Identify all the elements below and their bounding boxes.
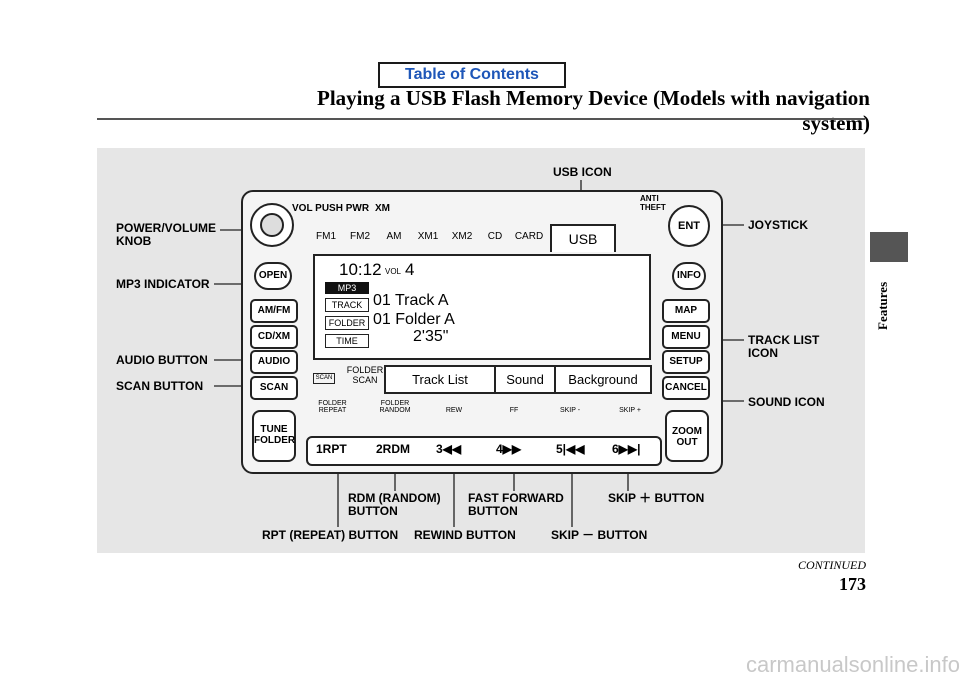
tune-folder-rocker[interactable]: TUNE FOLDER (252, 410, 296, 462)
callout-track-list-icon: TRACK LIST ICON (748, 333, 820, 360)
display-screen: 10:12 VOL 4 MP3 TRACK 01 Track A FOLDER … (313, 254, 651, 360)
ff-label: FF (509, 407, 519, 414)
tab-cd[interactable]: CD (487, 231, 503, 242)
skip-plus-label: SKIP + (619, 407, 641, 414)
menu-button[interactable]: MENU (662, 325, 710, 349)
callout-usb-icon: USB ICON (553, 165, 612, 179)
callout-power-volume-knob: POWER/VOLUME KNOB (116, 221, 217, 248)
callout-rpt-button: RPT (REPEAT) BUTTON (262, 528, 399, 542)
tab-xm1[interactable]: XM1 (417, 231, 439, 242)
callout-rdm-button: RDM (RANDOM) BUTTON (348, 491, 441, 518)
page-number: 173 (839, 574, 866, 594)
track-list-icon[interactable]: Track List (386, 367, 496, 392)
callout-rewind-button: REWIND BUTTON (414, 528, 516, 542)
preset-3-rewind-button[interactable]: 3◀◀ (436, 442, 462, 456)
audio-button[interactable]: AUDIO (250, 350, 298, 374)
preset-4-ff-button[interactable]: 4▶▶ (496, 442, 522, 456)
background-icon[interactable]: Background (568, 372, 638, 387)
joystick-ent[interactable]: ENT (668, 205, 710, 247)
skip-minus-label: SKIP - (559, 407, 581, 414)
preset-bar (306, 436, 662, 466)
callout-scan-button: SCAN BUTTON (116, 379, 204, 393)
preset-2-rdm-button[interactable]: 2RDM (376, 442, 411, 456)
callout-skip-minus-button: SKIP － BUTTON (551, 528, 648, 542)
preset-5-skip-minus-button[interactable]: 5|◀◀ (556, 442, 585, 456)
info-button[interactable]: INFO (672, 262, 706, 290)
cd-xm-button[interactable]: CD/XM (250, 325, 298, 349)
knob-center-icon (260, 213, 284, 237)
power-volume-knob[interactable] (250, 203, 294, 247)
callout-mp3-indicator: MP3 INDICATOR (116, 277, 210, 291)
mp3-indicator: MP3 (325, 282, 369, 294)
callout-sound-icon: SOUND ICON (748, 395, 825, 409)
tab-usb-icon[interactable]: USB (550, 224, 616, 252)
tab-card[interactable]: CARD (514, 231, 544, 242)
preset-6-skip-plus-button[interactable]: 6▶▶| (612, 442, 641, 456)
tab-xm2[interactable]: XM2 (451, 231, 473, 242)
anti-theft-label: ANTI THEFT (640, 194, 666, 212)
xm-logo: XM (375, 203, 390, 214)
sound-icon[interactable]: Sound (496, 367, 556, 392)
setup-button[interactable]: SETUP (662, 350, 710, 374)
time-value: 2'35" (413, 328, 449, 345)
scan-button[interactable]: SCAN (250, 376, 298, 400)
tab-fm1[interactable]: FM1 (316, 231, 336, 242)
rew-label: REW (445, 407, 463, 414)
folder-tag: FOLDER (325, 316, 369, 330)
zoom-rocker[interactable]: ZOOM OUT (665, 410, 709, 462)
page-title: Playing a USB Flash Memory Device (Model… (317, 86, 870, 135)
continued-label: CONTINUED (797, 558, 866, 572)
open-button[interactable]: OPEN (254, 262, 292, 290)
track-value: 01 Track A (373, 292, 449, 309)
folder-scan-label: FOLDER SCAN (346, 365, 384, 385)
table-of-contents-link[interactable]: Table of Contents (378, 62, 566, 88)
vol-label: VOL (385, 267, 402, 276)
section-tab-marker (870, 232, 908, 262)
callout-skip-plus-button: SKIP ＋ BUTTON (608, 491, 705, 505)
time-tag: TIME (325, 334, 369, 348)
preset-1-rpt-button[interactable]: 1RPT (316, 442, 347, 456)
map-guide-button[interactable]: MAP GUIDE (662, 299, 710, 336)
cancel-button[interactable]: CANCEL (662, 376, 710, 400)
track-tag: TRACK (325, 298, 369, 312)
vol-push-pwr-label: VOL PUSH PWR (292, 203, 370, 214)
callout-fast-forward-button: FAST FORWARD BUTTON (468, 491, 564, 518)
softkey-row: Track List Sound Background (384, 365, 652, 394)
tab-am[interactable]: AM (386, 231, 402, 242)
folder-value: 01 Folder A (373, 311, 455, 328)
am-fm-button[interactable]: AM/FM (250, 299, 298, 323)
source-tabs: FM1 FM2 AM XM1 XM2 CD CARD USB (306, 224, 646, 252)
scan-tag: SCAN (313, 373, 335, 384)
callout-audio-button: AUDIO BUTTON (116, 353, 208, 367)
clock: 10:12 (339, 260, 382, 279)
header-rule (97, 118, 865, 120)
tab-fm2[interactable]: FM2 (350, 231, 370, 242)
watermark: carmanualsonline.info (745, 652, 960, 677)
folder-random-label: FOLDER RANDOM (379, 400, 411, 414)
folder-repeat-label: FOLDER REPEAT (318, 400, 347, 414)
vol-value: 4 (405, 260, 415, 279)
callout-joystick: JOYSTICK (748, 218, 809, 232)
